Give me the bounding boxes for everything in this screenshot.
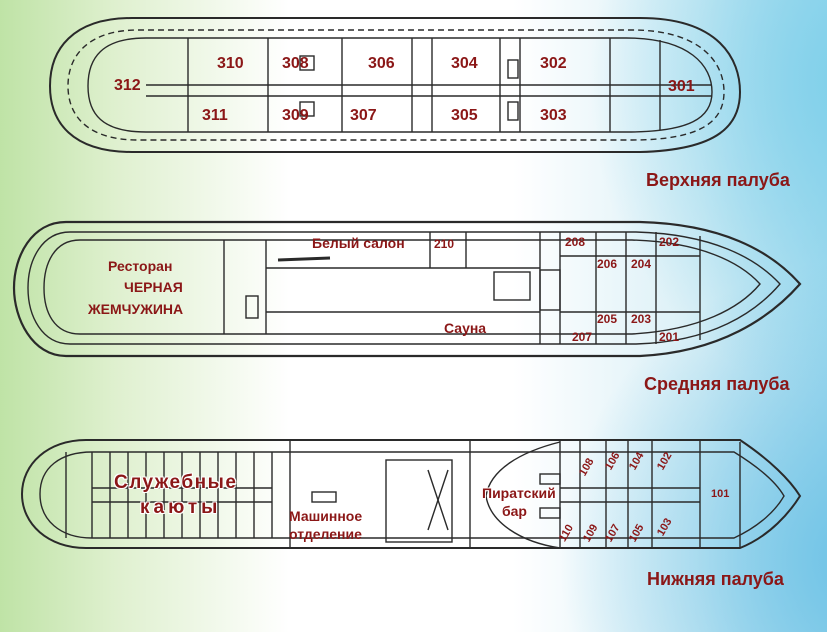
engine-room-line2: отделение: [289, 526, 362, 542]
cabin-308: 308: [282, 55, 309, 72]
cabin-305: 305: [451, 107, 478, 124]
cabin-210: 210: [434, 237, 455, 251]
pirate-bar-line1: Пиратский: [482, 485, 556, 501]
restaurant-name-line2: ЖЕМЧУЖИНА: [88, 301, 184, 317]
restaurant-label: Ресторан: [108, 258, 173, 274]
cabin-201: 201: [659, 330, 680, 344]
cabin-101: 101: [711, 488, 730, 500]
cabin-202: 202: [659, 235, 680, 249]
pirate-bar-line2: бар: [502, 503, 527, 519]
middle-deck-title: Средняя палуба: [644, 374, 790, 394]
cabin-311: 311: [202, 107, 228, 124]
cabin-203: 203: [631, 312, 652, 326]
restaurant-name-line1: ЧЕРНАЯ: [124, 279, 183, 295]
cabin-303: 303: [540, 107, 567, 124]
engine-room-line1: Машинное: [289, 508, 363, 524]
service-cabins-line2: каюты: [140, 497, 222, 518]
upper-deck-outline: [48, 17, 742, 153]
upper-deck-title: Верхняя палуба: [646, 170, 790, 190]
cabin-207: 207: [572, 330, 593, 344]
cabin-307: 307: [350, 107, 377, 124]
cabin-206: 206: [597, 257, 618, 271]
cabin-304: 304: [451, 55, 478, 72]
cabin-310: 310: [217, 55, 244, 72]
service-cabins-line1: Служебные: [114, 472, 238, 493]
cabin-301: 301: [668, 78, 695, 95]
cabin-302: 302: [540, 55, 567, 72]
cabin-204: 204: [631, 257, 652, 271]
cabin-309: 309: [282, 107, 309, 124]
lower-deck-outline: [20, 439, 802, 549]
middle-deck-outline: [12, 220, 802, 358]
cabin-208: 208: [565, 235, 586, 249]
cabin-205: 205: [597, 312, 618, 326]
cabin-312: 312: [114, 77, 141, 94]
white-salon-label: Белый салон: [312, 235, 405, 251]
cabin-306: 306: [368, 55, 395, 72]
lower-deck-title: Нижняя палуба: [647, 569, 784, 589]
sauna-label: Сауна: [444, 320, 487, 336]
